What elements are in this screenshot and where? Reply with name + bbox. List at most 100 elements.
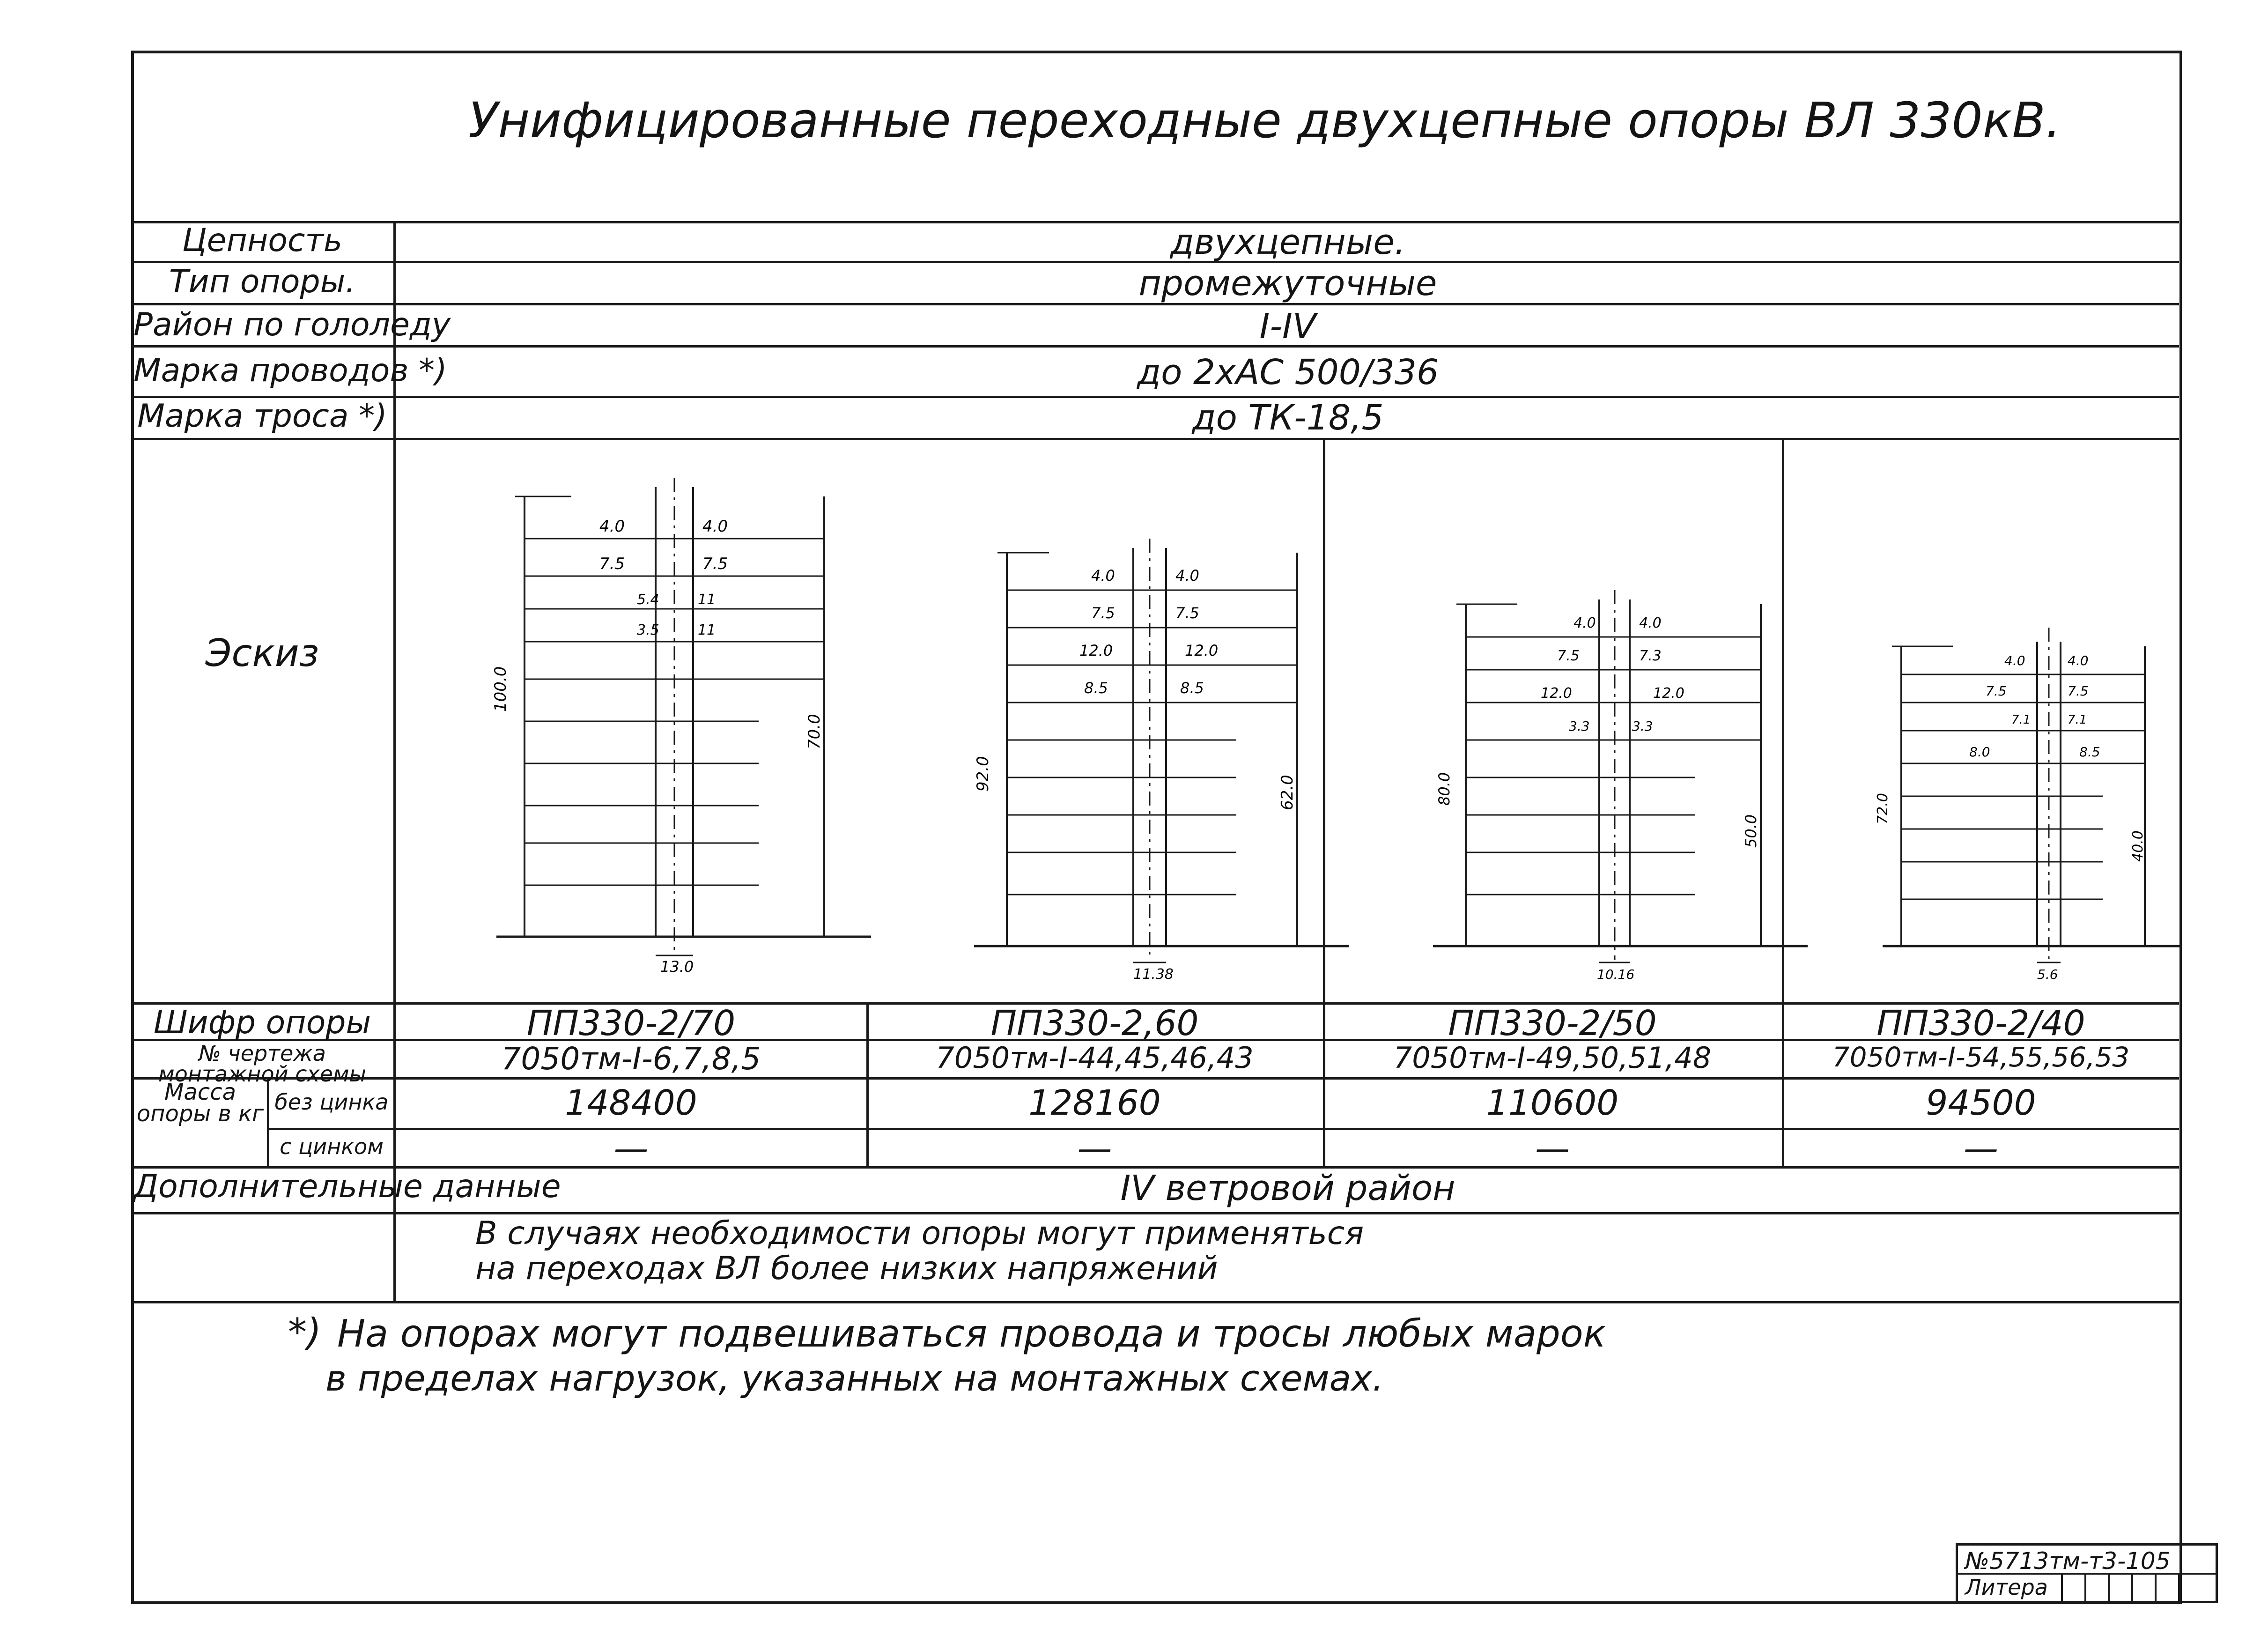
- spec-label-cable: Марка троса *): [137, 398, 387, 435]
- grid-line: [131, 221, 2179, 223]
- footnote-marker: *): [288, 1310, 322, 1354]
- grid-line: [131, 1002, 2179, 1005]
- grid-line: [866, 1002, 869, 1166]
- tower-code-3: ПП330-2/50: [1448, 1003, 1657, 1044]
- arm-label: 8.5: [2079, 744, 2100, 760]
- arm-label: 8.5: [1180, 679, 1204, 697]
- base-label: 13.0: [660, 958, 694, 976]
- spec-value-chains: двухцепные.: [1170, 222, 1406, 262]
- grid-line: [1782, 438, 1784, 1166]
- arm-label: 8.5: [1084, 679, 1108, 697]
- arm-label: 4.0: [1574, 615, 1596, 631]
- tower-sketch-2: 4.0 4.0 7.5 7.5 12.0 12.0 8.5 8.5 92.0 6…: [974, 539, 1349, 983]
- spec-label-ice-region: Район по гололеду: [133, 306, 451, 343]
- base-label: 10.16: [1597, 967, 1634, 982]
- tower-sketch-3: 4.0 4.0 7.5 7.3 12.0 12.0 3.3 3.3 80.0 5…: [1433, 590, 1808, 982]
- arm-label: 4.0: [1175, 567, 1199, 585]
- base-label: 5.6: [2037, 967, 2058, 982]
- grid-line: [267, 1128, 2179, 1130]
- sketch-label: Эскиз: [205, 631, 319, 675]
- top-height-label: 40.0: [2130, 830, 2146, 862]
- grid-line: [131, 396, 2179, 398]
- grid-line: [131, 1166, 2179, 1169]
- arm-label: 7.5: [1986, 683, 2007, 699]
- grid-line: [131, 1212, 2179, 1214]
- spec-label-wire: Марка проводов *): [133, 352, 447, 389]
- row-label-mass: Масса опоры в кг: [136, 1079, 264, 1127]
- tower-mass-1: 148400: [565, 1083, 697, 1123]
- grid-line: [131, 345, 2179, 348]
- tower-zinc-4: —: [1964, 1128, 1998, 1169]
- arm-label: 12.0: [1079, 642, 1113, 659]
- arm-label: 7.3: [1639, 648, 1662, 664]
- grid-line: [131, 303, 2179, 305]
- tower-code-1: ПП330-2/70: [526, 1003, 736, 1044]
- title-stamp: №5713тм-т3-105 Литера: [1956, 1543, 2218, 1603]
- stamp-litera: Литера: [1965, 1575, 2048, 1600]
- footnote-line-1: На опорах могут подвешиваться провода и …: [337, 1312, 1606, 1355]
- grid-line: [131, 261, 2179, 263]
- spec-value-ice-region: I-IV: [1259, 306, 1316, 347]
- tower-drawing-4: 7050тм-I-54,55,56,53: [1832, 1041, 2130, 1073]
- base-label: 11.38: [1133, 966, 1174, 983]
- arm-label: 7.5: [599, 555, 625, 573]
- arm-label: 4.0: [599, 517, 625, 536]
- tower-mass-3: 110600: [1486, 1083, 1619, 1123]
- arm-label: 5.4: [637, 592, 659, 608]
- grid-line: [267, 1077, 269, 1166]
- height-label: 80.0: [1435, 772, 1453, 806]
- grid-line: [393, 221, 396, 1301]
- arm-label: 4.0: [2004, 653, 2025, 668]
- row-label-extra: Дополнительные данные: [133, 1168, 561, 1205]
- arm-label: 4.0: [2068, 653, 2089, 668]
- height-label: 92.0: [974, 756, 992, 792]
- arm-label: 3.5: [637, 622, 659, 638]
- drawing-frame: [131, 51, 2182, 1604]
- arm-label: 7.5: [2068, 683, 2089, 699]
- tower-drawing-3: 7050тм-I-49,50,51,48: [1393, 1041, 1712, 1075]
- grid-line: [131, 1077, 2179, 1080]
- arm-label: 8.0: [1969, 744, 1990, 760]
- wind-region: IV ветровой район: [1120, 1168, 1455, 1208]
- grid-line: [131, 438, 2179, 440]
- row-label-code: Шифр опоры: [153, 1004, 371, 1041]
- tower-code-4: ПП330-2/40: [1876, 1003, 2085, 1044]
- footnote-line-2: в пределах нагрузок, указанных на монтаж…: [325, 1357, 1384, 1399]
- arm-label: 12.0: [1541, 685, 1572, 702]
- tower-sketch-1: 4.0 4.0 7.5 7.5 5.4 11 3.5 11 100.0 70.0…: [491, 478, 871, 976]
- spec-value-wire: до 2xAC 500/336: [1137, 352, 1439, 392]
- tower-sketch-4: 4.0 4.0 7.5 7.5 7.1 7.1 8.0 8.5 72.0 40.…: [1875, 628, 2182, 982]
- arm-label: 7.5: [1557, 648, 1580, 664]
- arm-label: 3.3: [1632, 718, 1653, 734]
- arm-label: 12.0: [1653, 685, 1684, 702]
- tower-drawing-2: 7050тм-I-44,45,46,43: [936, 1041, 1254, 1075]
- mass-plain-label: без цинка: [274, 1089, 389, 1115]
- spec-label-chains: Цепность: [182, 222, 343, 259]
- height-label: 100.0: [491, 666, 510, 712]
- grid-line: [131, 1039, 2179, 1041]
- arm-label: 4.0: [1639, 615, 1662, 631]
- arm-label: 12.0: [1185, 642, 1218, 659]
- tower-zinc-2: —: [1077, 1128, 1112, 1169]
- arm-label: 3.3: [1569, 718, 1590, 734]
- top-height-label: 70.0: [805, 714, 824, 749]
- mass-zinc-label: с цинком: [280, 1134, 384, 1159]
- arm-label: 7.5: [1175, 604, 1199, 622]
- arm-label: 7.1: [2011, 713, 2031, 727]
- tower-mass-4: 94500: [1926, 1083, 2036, 1123]
- spec-value-type: промежуточные: [1138, 263, 1437, 303]
- spec-value-cable: до ТК-18,5: [1192, 398, 1384, 438]
- arm-label: 7.5: [1091, 604, 1115, 622]
- arm-label: 11: [698, 622, 716, 638]
- tower-code-2: ПП330-2,60: [990, 1003, 1199, 1044]
- arm-label: 11: [698, 592, 716, 608]
- tower-drawing-1: 7050тм-I-6,7,8,5: [501, 1041, 761, 1077]
- arm-label: 4.0: [1091, 567, 1115, 585]
- arm-label: 7.5: [702, 555, 728, 573]
- height-label: 72.0: [1875, 793, 1891, 824]
- arm-label: 7.1: [2068, 713, 2087, 727]
- grid-line: [131, 1301, 2179, 1303]
- spec-label-type: Тип опоры.: [169, 263, 355, 300]
- top-height-label: 50.0: [1742, 814, 1760, 848]
- tower-zinc-3: —: [1535, 1128, 1570, 1169]
